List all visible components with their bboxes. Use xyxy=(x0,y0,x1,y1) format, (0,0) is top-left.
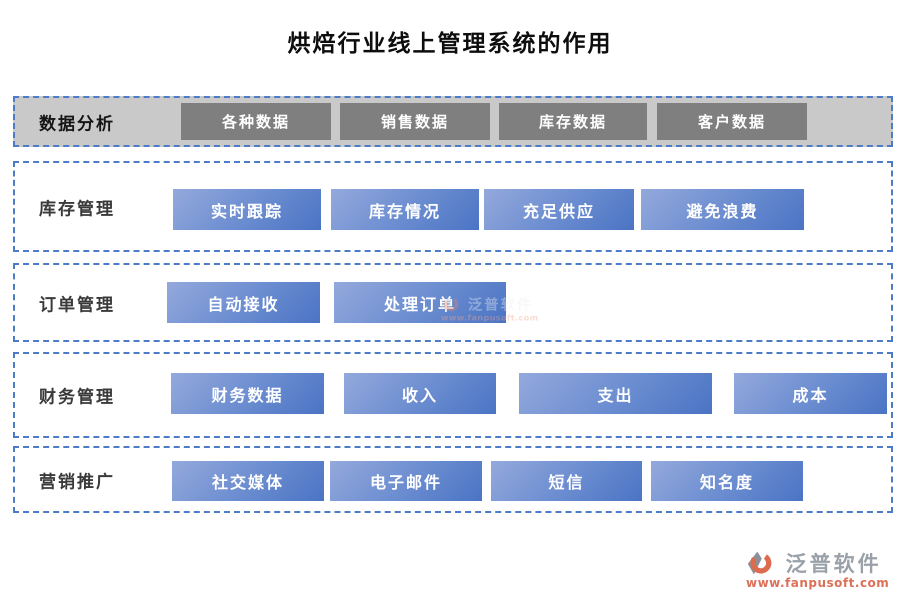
section-label-finance-management: 财务管理 xyxy=(39,387,115,408)
btn-expense[interactable]: 支出 xyxy=(519,373,712,414)
btn-social-media[interactable]: 社交媒体 xyxy=(172,461,324,501)
btn-cost[interactable]: 成本 xyxy=(734,373,887,414)
btn-financial-data[interactable]: 财务数据 xyxy=(171,373,324,414)
btn-inventory-status[interactable]: 库存情况 xyxy=(331,189,479,230)
section-marketing-promotion: 营销推广 社交媒体 电子邮件 短信 知名度 xyxy=(13,446,893,513)
btn-inventory-data[interactable]: 库存数据 xyxy=(499,103,647,140)
btn-email[interactable]: 电子邮件 xyxy=(330,461,482,501)
btn-avoid-waste[interactable]: 避免浪费 xyxy=(641,189,804,230)
section-label-data-analysis: 数据分析 xyxy=(39,114,115,134)
section-finance-management: 财务管理 财务数据 收入 支出 成本 xyxy=(13,352,893,438)
btn-process-orders[interactable]: 处理订单 xyxy=(334,282,506,323)
section-inventory-management: 库存管理 实时跟踪 库存情况 充足供应 避免浪费 xyxy=(13,161,893,252)
btn-sales-data[interactable]: 销售数据 xyxy=(340,103,490,140)
section-label-order-management: 订单管理 xyxy=(39,295,115,315)
fanpu-logo-icon xyxy=(442,296,459,312)
btn-customer-data[interactable]: 客户数据 xyxy=(657,103,807,140)
section-data-analysis: 数据分析 各种数据 销售数据 库存数据 客户数据 xyxy=(13,96,893,147)
btn-auto-receive[interactable]: 自动接收 xyxy=(167,282,320,323)
page-title: 烘焙行业线上管理系统的作用 xyxy=(287,30,613,57)
watermark-brand-text: 泛普软件 xyxy=(467,296,534,314)
btn-various-data[interactable]: 各种数据 xyxy=(181,103,331,140)
fanpu-logo-icon xyxy=(747,551,772,575)
btn-realtime-tracking[interactable]: 实时跟踪 xyxy=(173,189,321,230)
btn-sms[interactable]: 短信 xyxy=(491,461,642,501)
btn-sufficient-supply[interactable]: 充足供应 xyxy=(484,189,634,230)
watermark-url-text: www.fanpusoft.com xyxy=(441,313,539,323)
watermark-center: 泛普软件 www.fanpusoft.com xyxy=(441,294,538,323)
brand-watermark: 泛普软件 www.fanpusoft.com xyxy=(746,548,889,590)
btn-brand-awareness[interactable]: 知名度 xyxy=(651,461,803,501)
brand-url: www.fanpusoft.com xyxy=(746,576,890,590)
brand-name: 泛普软件 xyxy=(785,552,882,576)
section-label-marketing-promotion: 营销推广 xyxy=(39,472,115,492)
section-order-management: 订单管理 自动接收 处理订单 xyxy=(13,263,893,342)
btn-income[interactable]: 收入 xyxy=(344,373,496,414)
section-label-inventory-management: 库存管理 xyxy=(39,199,115,219)
